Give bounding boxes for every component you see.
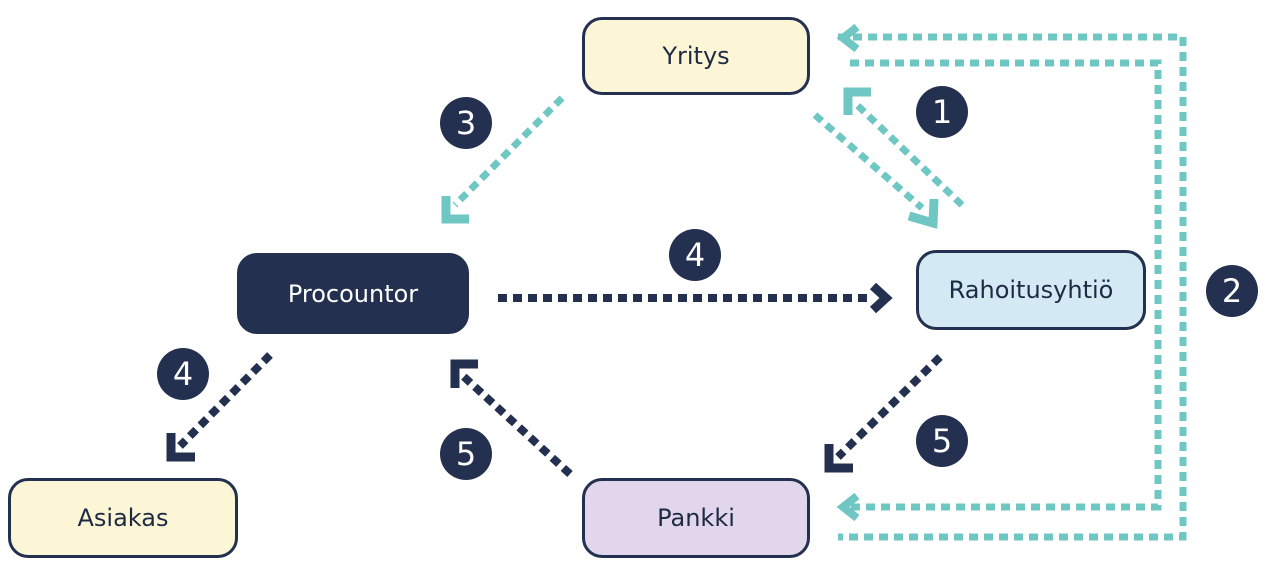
step-badge-1: 1 [916, 86, 968, 138]
node-procountor: Procountor [237, 253, 469, 334]
step-badge-4-left-label: 4 [172, 355, 194, 393]
arrow-pankki-to-procountor [450, 359, 573, 477]
step-badge-5-left: 5 [440, 428, 492, 480]
node-rahoitusyhtio: Rahoitusyhtiö [916, 250, 1146, 330]
node-pankki: Pankki [582, 478, 810, 558]
step-badge-3: 3 [440, 97, 492, 149]
arrow-yritys-to-rahoitusyhtio [812, 112, 939, 229]
step-badge-2-label: 2 [1221, 272, 1243, 310]
arrow-rahoitusyhtio-to-yritys [843, 87, 965, 208]
arrow-rahoitusyhtio-to-pankki [824, 354, 943, 473]
node-yritys: Yritys [582, 17, 810, 95]
step-badge-5-right-label: 5 [931, 422, 953, 460]
node-asiakas: Asiakas [8, 478, 238, 558]
arrow-procountor-to-rahoitusyhtio [498, 282, 893, 314]
step-badge-1-label: 1 [931, 93, 953, 131]
step-badge-5-left-label: 5 [455, 435, 477, 473]
arrow-route-right-2 [836, 23, 1187, 541]
node-rahoitusyhtio-label: Rahoitusyhtiö [948, 276, 1114, 304]
arrow-procountor-to-asiakas [166, 352, 273, 462]
node-asiakas-label: Asiakas [77, 504, 169, 532]
node-pankki-label: Pankki [657, 504, 735, 532]
step-badge-2: 2 [1206, 265, 1258, 317]
arrow-yritys-to-procountor [441, 95, 565, 224]
step-badge-5-right: 5 [916, 415, 968, 467]
node-procountor-label: Procountor [287, 279, 419, 308]
step-badge-4-top-label: 4 [684, 236, 706, 274]
step-badge-4-left: 4 [157, 348, 209, 400]
step-badge-4-top: 4 [669, 229, 721, 281]
step-badge-3-label: 3 [455, 104, 477, 142]
node-yritys-label: Yritys [662, 42, 730, 70]
